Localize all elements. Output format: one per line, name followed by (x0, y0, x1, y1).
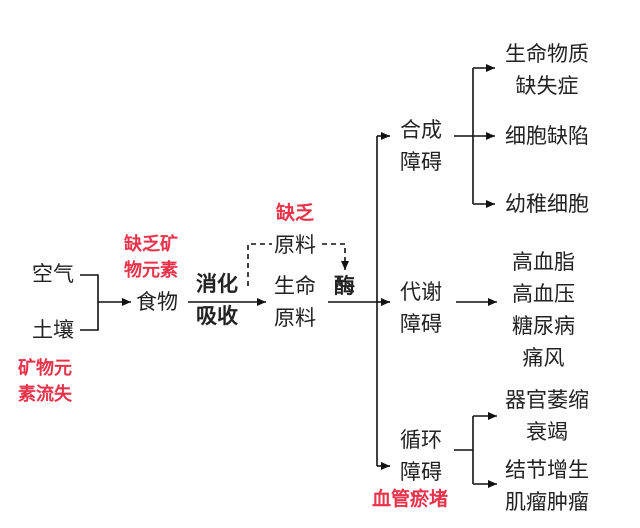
node-deficient-materials: 缺乏 原料 (274, 197, 316, 261)
node-soil: 土壤 (32, 318, 74, 342)
node-digest-absorb: 消化 吸收 (196, 268, 238, 332)
note-mineral-deficiency-line-2: 物元素 (124, 260, 178, 281)
outcome-organ-atrophy: 器官萎缩 衰竭 (505, 384, 589, 448)
outcome-1-line-2: 缺失症 (515, 74, 579, 98)
note-mineral-loss-line-2: 素流失 (18, 384, 72, 405)
outcome-5-line-1: 结节增生 (505, 458, 589, 482)
synthesis-line-1: 合成 (400, 118, 442, 142)
metabolic-disease-2: 高血压 (512, 282, 575, 306)
deficient-line-2: 原料 (274, 233, 316, 257)
outcome-4-line-2: 衰竭 (526, 420, 568, 444)
metabolism-line-1: 代谢 (400, 280, 442, 304)
sources-bracket (80, 274, 99, 331)
outcome-3-line-1: 幼稚细胞 (505, 192, 589, 216)
node-air: 空气 (32, 262, 74, 286)
metabolic-disease-3: 糖尿病 (512, 314, 575, 338)
life-materials-line-1: 生命 (274, 274, 316, 298)
outcome-immature-cells: 幼稚细胞 (505, 188, 589, 220)
note-mineral-loss-line-1: 矿物元 (18, 358, 72, 379)
node-life-materials: 生命 原料 (274, 270, 316, 334)
dashed-deficient-path (247, 243, 272, 286)
outcome-cell-defect: 细胞缺陷 (505, 120, 589, 152)
node-synthesis-disorder: 合成 障碍 (400, 114, 442, 178)
synthesis-line-2: 障碍 (400, 150, 442, 174)
deficient-line-1: 缺乏 (275, 202, 314, 224)
circulation-line-1: 循环 (400, 428, 442, 452)
note-mineral-loss: 矿物元 素流失 (18, 356, 72, 408)
metabolism-line-2: 障碍 (400, 312, 442, 336)
outcome-2-line-1: 细胞缺陷 (505, 124, 589, 148)
outcome-5-line-2: 肌瘤肿瘤 (505, 490, 589, 514)
outcome-4-line-1: 器官萎缩 (505, 388, 589, 412)
node-metabolic-disorder: 代谢 障碍 (400, 276, 442, 340)
node-circulation-disorder: 循环 障碍 (400, 424, 442, 488)
note-mineral-deficiency: 缺乏矿 物元素 (124, 232, 178, 284)
digest-line-2: 吸收 (196, 304, 238, 328)
note-mineral-deficiency-line-1: 缺乏矿 (124, 234, 178, 255)
outcome-life-substance-deficiency: 生命物质 缺失症 (505, 38, 589, 102)
node-food: 食物 (136, 290, 178, 314)
note-vascular-blockage: 血管瘀堵 (372, 488, 449, 510)
metabolic-disease-4: 痛风 (522, 346, 565, 370)
outcome-metabolic-diseases: 高血脂 高血压 糖尿病 痛风 (512, 246, 575, 374)
digest-line-1: 消化 (196, 272, 238, 296)
dashed-deficient-to-enzyme (322, 243, 349, 270)
node-enzyme: 酶 (334, 274, 355, 298)
outcome-nodule-tumor: 结节增生 肌瘤肿瘤 (505, 454, 589, 518)
life-materials-line-2: 原料 (274, 306, 316, 330)
outcome-1-line-1: 生命物质 (505, 42, 589, 66)
circulation-line-2: 障碍 (400, 460, 442, 484)
metabolic-disease-1: 高血脂 (512, 250, 575, 274)
